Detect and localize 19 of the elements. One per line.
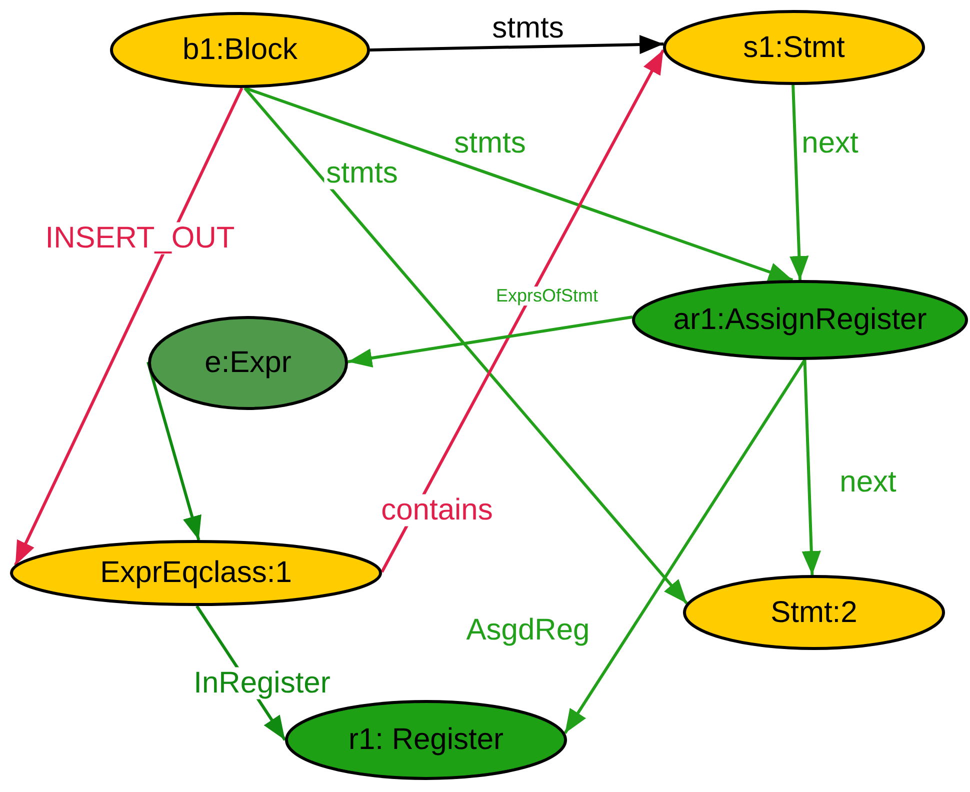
edge-label: contains (379, 494, 495, 526)
arrow (790, 84, 809, 280)
node-label: b1:Block (182, 33, 298, 67)
node-label: r1: Register (348, 723, 504, 757)
arrow (244, 86, 794, 282)
node-label: e:Expr (204, 346, 292, 380)
arrow (14, 87, 244, 566)
arrow (802, 360, 821, 576)
arrow (564, 359, 806, 734)
arrow (380, 49, 665, 573)
arrow (146, 362, 202, 540)
node-label: ar1:AssignRegister (673, 303, 927, 337)
arrow (370, 34, 664, 54)
edge-label: ExprsOfStmt (494, 286, 600, 306)
node-label: Stmt:2 (770, 596, 858, 630)
node-label: s1:Stmt (743, 30, 845, 64)
arrow (348, 316, 633, 368)
node-label: ExprEqclass:1 (100, 556, 292, 590)
arrow (244, 87, 688, 604)
